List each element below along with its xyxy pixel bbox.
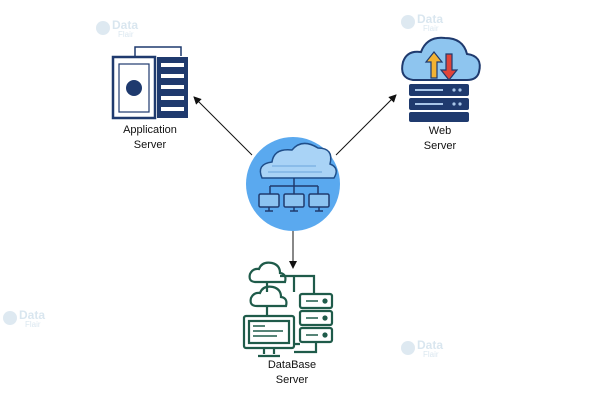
application-server-label: Application Server	[90, 123, 210, 153]
database-server-icon	[242, 261, 334, 358]
watermark-logo-icon	[3, 15, 415, 355]
application-server-label-line2: Server	[133, 139, 167, 151]
web-server-icon	[401, 36, 481, 122]
arrow-to-web-server	[335, 94, 397, 156]
application-server-label-line1: Application	[123, 124, 177, 136]
database-server-label: DataBase Server	[232, 358, 352, 388]
arrow-to-application-server	[193, 96, 253, 156]
web-server-label-line2: Server	[423, 140, 457, 152]
web-server-label: Web Server	[380, 124, 500, 154]
database-server-label-line2: Server	[275, 374, 309, 386]
web-server-label-line1: Web	[428, 125, 452, 137]
cloud-network-icon	[246, 137, 340, 231]
database-server-label-line1: DataBase	[267, 359, 317, 371]
application-server-icon	[111, 46, 188, 120]
